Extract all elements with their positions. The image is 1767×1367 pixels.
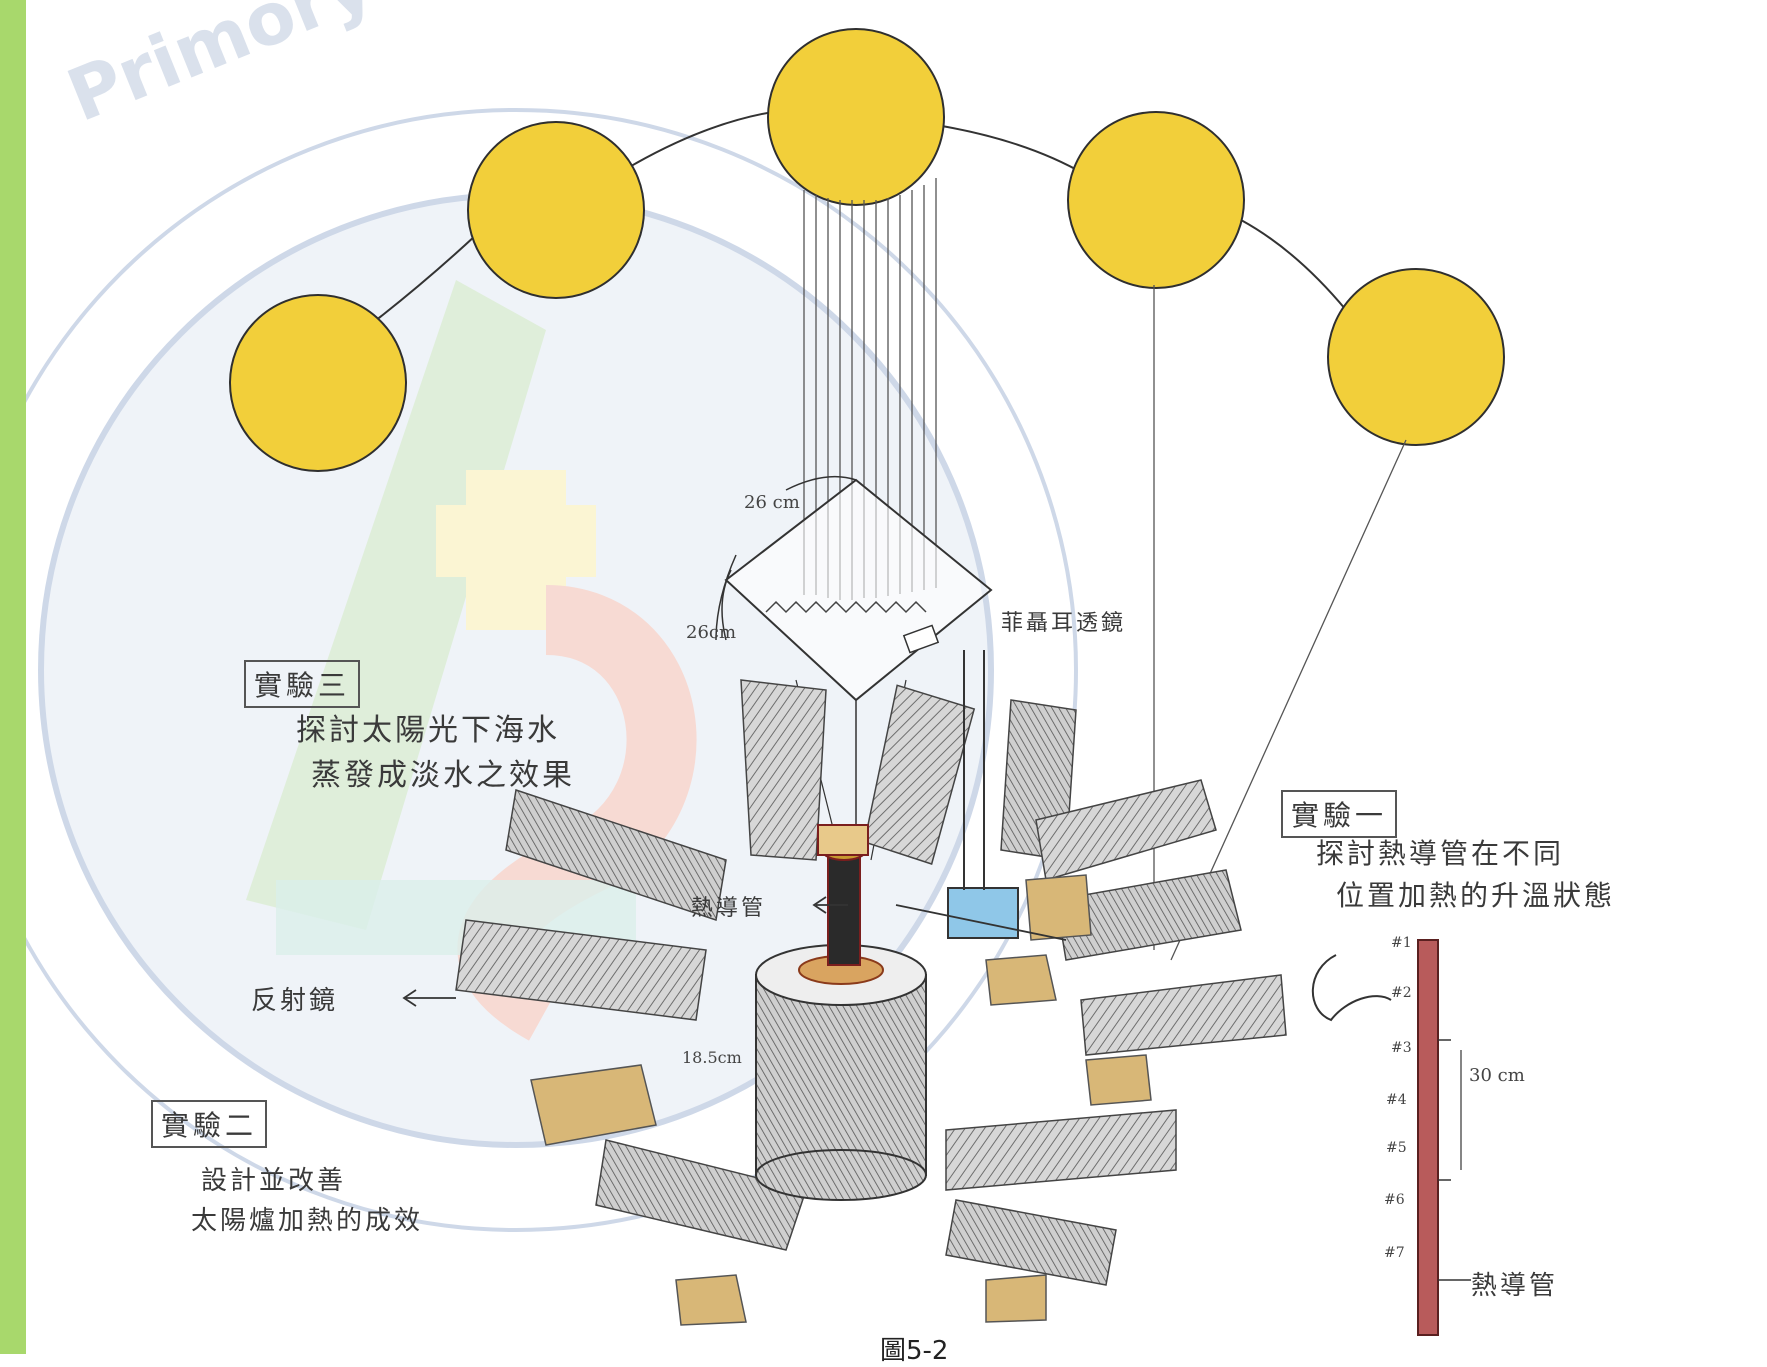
water-container xyxy=(947,650,1019,939)
center-pedestal xyxy=(755,824,927,1201)
reflector-panels xyxy=(455,679,1287,1286)
reflector-label: 反射鏡 xyxy=(251,986,339,1016)
heat-pipe-rod xyxy=(1311,939,1471,1336)
annotation-arrows xyxy=(402,896,1067,1007)
sun-4 xyxy=(1067,111,1245,289)
rod-mark-4: #4 xyxy=(1386,1092,1407,1108)
sun-2 xyxy=(467,121,645,299)
experiment-3-title: 實驗三 xyxy=(244,660,361,708)
sun-5 xyxy=(1327,268,1505,446)
sun-1 xyxy=(229,294,407,472)
experiment-2-line-1: 設計並改善 xyxy=(201,1166,347,1196)
heat-pipe-rod-label: 熱導管 xyxy=(1471,1271,1559,1301)
rod-mark-7: #7 xyxy=(1384,1245,1405,1261)
rod-mark-5: #5 xyxy=(1386,1140,1407,1156)
sun-path xyxy=(229,28,1505,472)
wood-stands xyxy=(530,874,1152,1326)
experiment-2-title: 實驗二 xyxy=(151,1100,268,1148)
rod-mark-6: #6 xyxy=(1384,1192,1405,1208)
fresnel-lens-label: 菲聶耳透鏡 xyxy=(1001,611,1127,636)
solar-experiment-illustration xyxy=(26,28,1505,1336)
rod-mark-3: #3 xyxy=(1391,1040,1412,1056)
heat-pipe-center-label: 熱導管 xyxy=(691,896,767,921)
dimension-marks xyxy=(721,475,857,641)
sun-3 xyxy=(767,28,945,206)
left-accent-bar xyxy=(0,0,26,1354)
experiment-2-line-2: 太陽爐加熱的成效 xyxy=(191,1206,424,1236)
figure-caption: 圖5-2 xyxy=(880,1336,949,1366)
dimension-side: 26cm xyxy=(686,622,737,643)
rod-mark-1: #1 xyxy=(1391,935,1412,951)
experiment-1-line-2: 位置加熱的升溫狀態 xyxy=(1336,879,1616,912)
experiment-1-line-1: 探討熱導管在不同 xyxy=(1316,837,1565,870)
dimension-cylinder: 18.5cm xyxy=(682,1048,742,1067)
experiment-3-line-1: 探討太陽光下海水 xyxy=(296,713,560,748)
dimension-rod: 30 cm xyxy=(1469,1065,1525,1086)
experiment-1-title: 實驗一 xyxy=(1281,790,1398,838)
dimension-top: 26 cm xyxy=(744,492,800,513)
diagram-canvas: Primory & High School Science Fair 實驗三 探… xyxy=(26,0,1767,1354)
experiment-3-line-2: 蒸發成淡水之效果 xyxy=(311,758,575,793)
rod-mark-2: #2 xyxy=(1391,985,1412,1001)
